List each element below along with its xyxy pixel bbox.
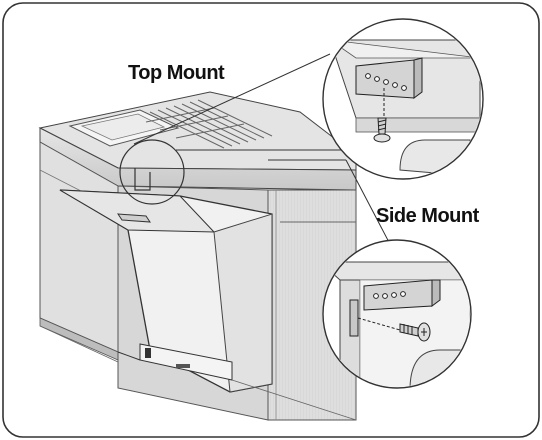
side-bracket-icon	[349, 279, 441, 337]
top-mount-label: Top Mount	[128, 62, 225, 84]
side-screw-icon	[399, 322, 431, 342]
bracket-icon	[355, 57, 423, 99]
top-mount-detail	[322, 18, 484, 180]
drain-board	[145, 99, 273, 149]
dishwasher-door	[59, 189, 273, 393]
top-mount-callout-circle	[119, 139, 185, 205]
side-mount-detail	[322, 239, 472, 389]
door-handle[interactable]	[117, 213, 151, 223]
side-mount-label: Side Mount	[376, 205, 479, 227]
screw-icon	[373, 117, 391, 143]
